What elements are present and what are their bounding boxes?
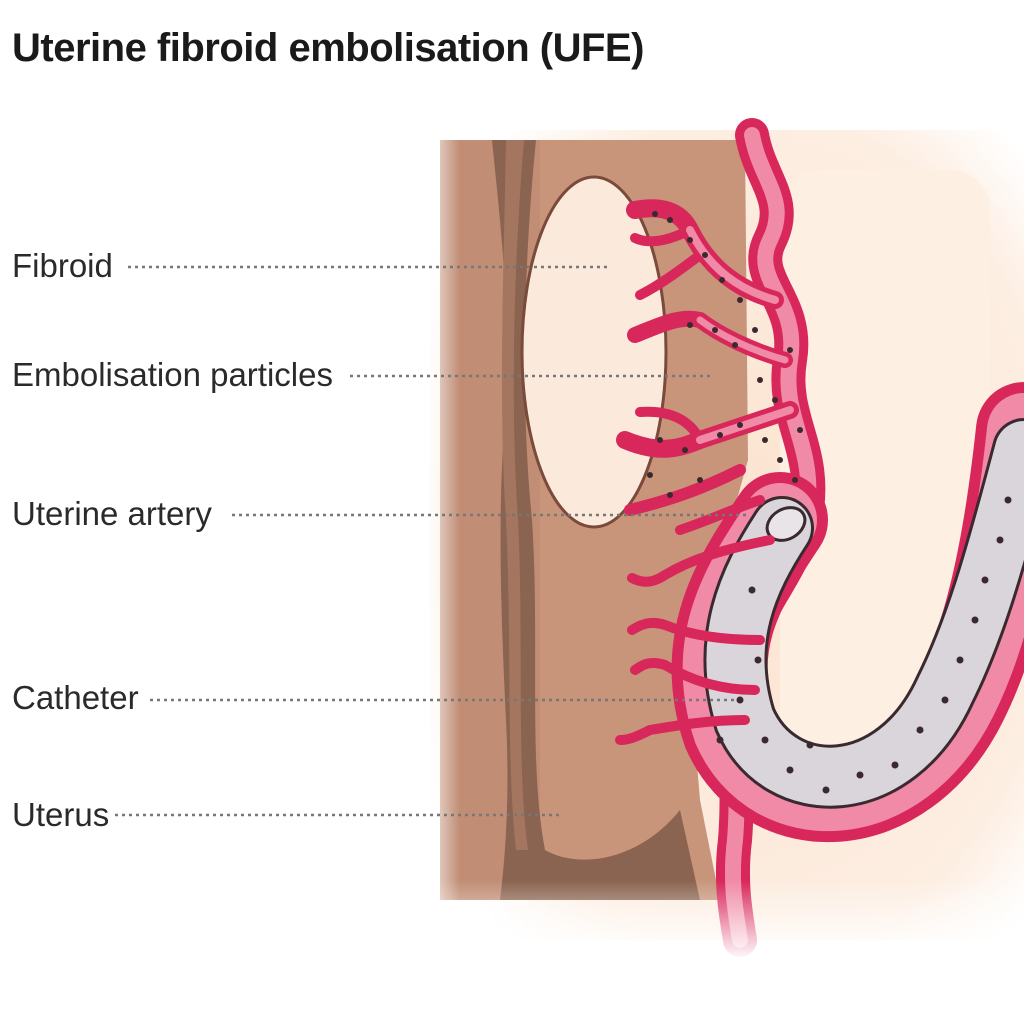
label-embolisation-particles: Embolisation particles [12, 356, 333, 393]
cavity-inner [501, 140, 528, 850]
bottom-fade [420, 880, 1024, 960]
label-catheter: Catheter [12, 679, 139, 716]
catheter-tip [765, 506, 807, 542]
tissue-panel [780, 170, 990, 770]
left-fade [420, 130, 460, 950]
label-fibroid: Fibroid [12, 247, 113, 284]
label-uterine-artery: Uterine artery [12, 495, 212, 532]
fibroid-shape [520, 175, 668, 529]
catheter-body [706, 421, 1024, 806]
diagram-title: Uterine fibroid embolisation (UFE) [12, 26, 644, 70]
leader-lines [115, 265, 750, 817]
artery-branch-highlights [686, 226, 794, 444]
label-uterus: Uterus [12, 796, 110, 833]
embolisation-particle-dots [647, 211, 803, 498]
